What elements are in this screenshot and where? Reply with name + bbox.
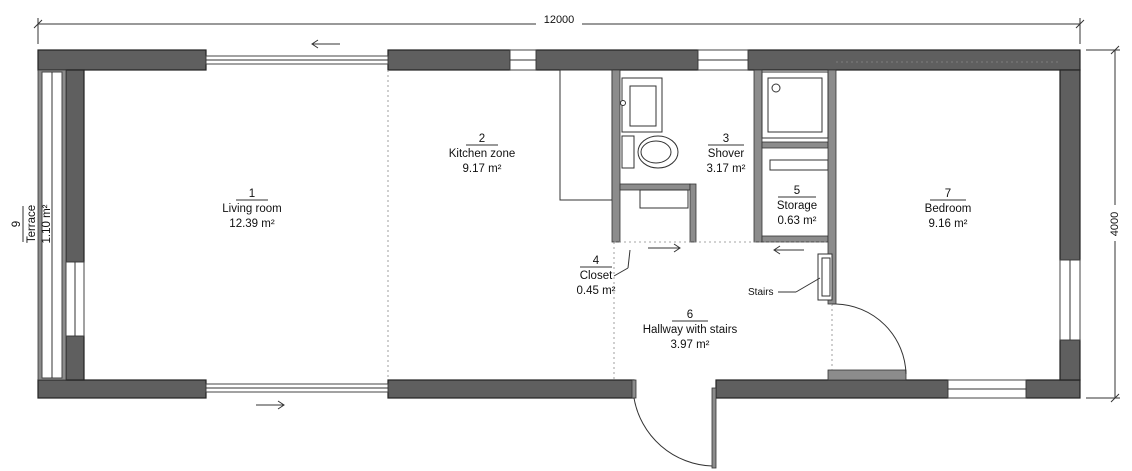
room-name: Kitchen zone [449,148,516,160]
windows [65,49,1081,399]
room-name: Hallway with stairs [643,324,738,336]
room-area: 0.45 m² [577,285,616,297]
room-area: 9.17 m² [463,163,502,175]
width-dimension: 12000 [33,12,1085,44]
stairs-label: Stairs [748,287,774,298]
room-label-kitchen-zone: 2 Kitchen zone 9.17 m² [449,133,516,175]
room-name: Terrace [26,205,38,243]
room-name: Storage [777,200,817,212]
room-name: Bedroom [925,203,972,215]
room-number: 7 [945,188,951,200]
room-number: 9 [11,221,23,227]
room-label-storage: 5 Storage 0.63 m² [777,185,817,227]
room-area: 9.16 m² [929,218,968,230]
room-number: 5 [794,185,800,197]
room-number: 2 [479,133,485,145]
entrance-door [631,379,717,469]
room-name: Shover [708,148,745,160]
room-area: 12.39 m² [229,218,275,230]
zone-dividers [387,61,1060,380]
bathroom-fixtures [620,71,829,169]
room-area: 0.63 m² [778,215,817,227]
room-number: 1 [249,188,255,200]
room-label-terrace: 9 Terrace 1.10 m² [11,204,53,243]
room-label-closet: 4 Closet 0.45 m² [577,249,631,297]
overall-depth-label: 4000 [1109,212,1121,236]
room-number: 6 [687,309,693,321]
room-number: 3 [723,133,729,145]
room-label-living-room: 1 Living room 12.39 m² [222,188,281,230]
room-name: Closet [580,270,613,282]
room-label-bedroom: 7 Bedroom 9.16 m² [925,188,972,230]
overall-width-label: 12000 [544,14,575,26]
interior-walls [559,69,907,381]
room-area: 3.97 m² [671,339,710,351]
sliding-arrows [256,39,804,410]
outer-walls [37,49,1081,399]
room-area: 1.10 m² [41,204,53,243]
bedroom-door [832,303,907,375]
room-name: Living room [222,203,281,215]
stairs-callout: Stairs [748,277,821,298]
room-label-hallway: 6 Hallway with stairs 3.97 m² [643,309,738,351]
room-label-shover: 3 Shover 3.17 m² [707,133,746,175]
room-area: 3.17 m² [707,163,746,175]
room-number: 4 [593,255,600,267]
depth-dimension: 4000 [1086,45,1122,403]
